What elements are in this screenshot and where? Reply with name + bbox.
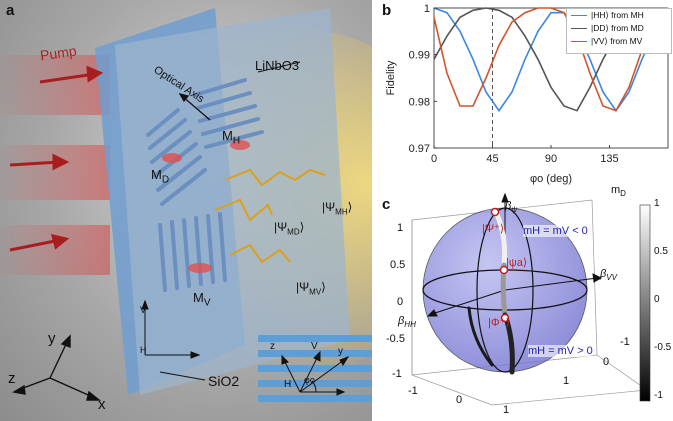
- inset-v-label: V: [311, 341, 318, 352]
- series-line-2: [433, 7, 669, 112]
- meta-atoms-v: [158, 212, 227, 292]
- crystal-slab-face: [115, 8, 350, 395]
- psi-md-label: |ΨMD⟩: [274, 220, 305, 237]
- plot-box-frame: [411, 199, 648, 406]
- legend-swatch-vv: [571, 41, 587, 42]
- z-tick-3: 0: [397, 296, 404, 308]
- colorbar-title: mD: [611, 184, 626, 199]
- pump-beam-top: [0, 55, 110, 115]
- inset-grating: [258, 335, 372, 402]
- axis-z-label: z: [8, 370, 16, 387]
- mh-label: MH: [222, 128, 241, 147]
- crystal-leader: [257, 61, 301, 73]
- y-tick-2: 0: [603, 356, 610, 368]
- z-tick-1: 1: [397, 222, 404, 234]
- cbar-tick-3: 0: [654, 294, 660, 305]
- x-tick-label-3: 135: [600, 153, 618, 165]
- x-tick-label-1: 45: [486, 153, 498, 165]
- substrate-leader: [159, 371, 206, 381]
- series-line-0: [433, 7, 669, 113]
- legend-item-hh: |HH⟩ from MH: [567, 9, 671, 22]
- x-tick-3: 1: [503, 404, 510, 416]
- pump-arrows: [9, 65, 104, 252]
- panel-b-label: b: [382, 2, 392, 19]
- fidelity-legend: |HH⟩ from MH |DD⟩ from MD |VV⟩ from MV: [566, 8, 672, 54]
- psi-mv-label: |ΨMV⟩: [296, 280, 326, 297]
- ket-psi-plus: |Ψ⁺⟩: [482, 223, 505, 235]
- bloch-sphere-plot: [411, 192, 651, 406]
- condition-greater-than-zero: mH = mV > 0: [528, 345, 593, 357]
- y-tick-label-0: 0.97: [409, 143, 430, 155]
- z-tick-5: -1: [392, 368, 402, 380]
- cbar-tick-5: -1: [654, 390, 663, 401]
- state-points: [490, 207, 510, 323]
- legend-label-hh: |HH⟩ from MH: [591, 10, 644, 20]
- crystal-label: LiNbO3: [255, 58, 300, 73]
- x-tick-2: 0: [456, 394, 463, 406]
- x-tick-1: -1: [408, 385, 418, 397]
- slab-v-label: V: [140, 305, 147, 315]
- substrate-label: SiO2: [208, 373, 240, 389]
- beta-hh-label: βHH: [398, 315, 416, 330]
- output-arrows: [214, 168, 326, 264]
- y-tick-label-3: 1: [424, 3, 430, 15]
- legend-label-vv: |VV⟩ from MV: [591, 36, 643, 46]
- z-tick-4: -0.5: [386, 333, 405, 345]
- inset-y-label: y: [338, 346, 343, 357]
- inset-phi-label: φo: [304, 375, 315, 385]
- condition-less-than-zero: mH = mV < 0: [523, 225, 588, 237]
- mv-label: MV: [193, 290, 211, 309]
- y-axis-label: Fidelity: [385, 60, 397, 95]
- ket-psi-a: |ψa⟩: [506, 257, 528, 269]
- cbar-tick-4: -0.5: [654, 342, 672, 353]
- cbar-tick-2: 0.5: [654, 246, 668, 257]
- metasurface-illustration: [0, 8, 372, 402]
- psi-mh-label: |ΨMH⟩: [322, 200, 353, 217]
- y-tick-1: 1: [563, 375, 570, 387]
- legend-swatch-dd: [571, 28, 587, 29]
- pump-beam-low: [0, 225, 110, 275]
- inset-h-label: H: [284, 379, 292, 390]
- beta-vv-label: βVV: [600, 268, 617, 283]
- slab-local-axes: [141, 299, 201, 359]
- panel-a-label: a: [6, 2, 15, 19]
- xyz-triad: [12, 334, 101, 401]
- cbar-tick-1: 1: [654, 198, 660, 209]
- panel-a-illustration: a Pump LiNbO3 Optical Axis MH MD MV |ΨMH…: [0, 0, 372, 421]
- axis-x-label: x: [98, 396, 106, 413]
- x-tick-label-2: 90: [545, 153, 557, 165]
- inset-z-label: z: [270, 341, 275, 352]
- beta-psi-label: βψ: [505, 200, 518, 215]
- y-tick-label-2: 0.99: [409, 50, 430, 62]
- x-tick-label-0: 0: [431, 153, 437, 165]
- legend-label-dd: |DD⟩ from MD: [591, 23, 644, 33]
- x-axis-label: φo (deg): [530, 173, 572, 185]
- colorbar: [639, 204, 651, 402]
- legend-item-dd: |DD⟩ from MD: [567, 22, 671, 35]
- pump-beam-mid: [0, 145, 110, 200]
- optical-axis-arrow: [178, 92, 211, 121]
- legend-item-vv: |VV⟩ from MV: [567, 35, 671, 48]
- axis-y-label: y: [48, 330, 56, 347]
- y-tick-label-1: 0.98: [409, 96, 430, 108]
- md-label: MD: [151, 167, 170, 186]
- z-tick-2: 0.5: [390, 259, 406, 271]
- ket-phi-plus: |Φ⁺⟩: [488, 317, 510, 329]
- legend-swatch-hh: [571, 15, 587, 16]
- panel-c-label: c: [382, 196, 391, 213]
- meta-atoms-d: [146, 108, 207, 206]
- y-tick-3: -1: [620, 336, 630, 348]
- slab-h-label: H: [140, 345, 147, 355]
- pump-hotspots: [162, 140, 250, 273]
